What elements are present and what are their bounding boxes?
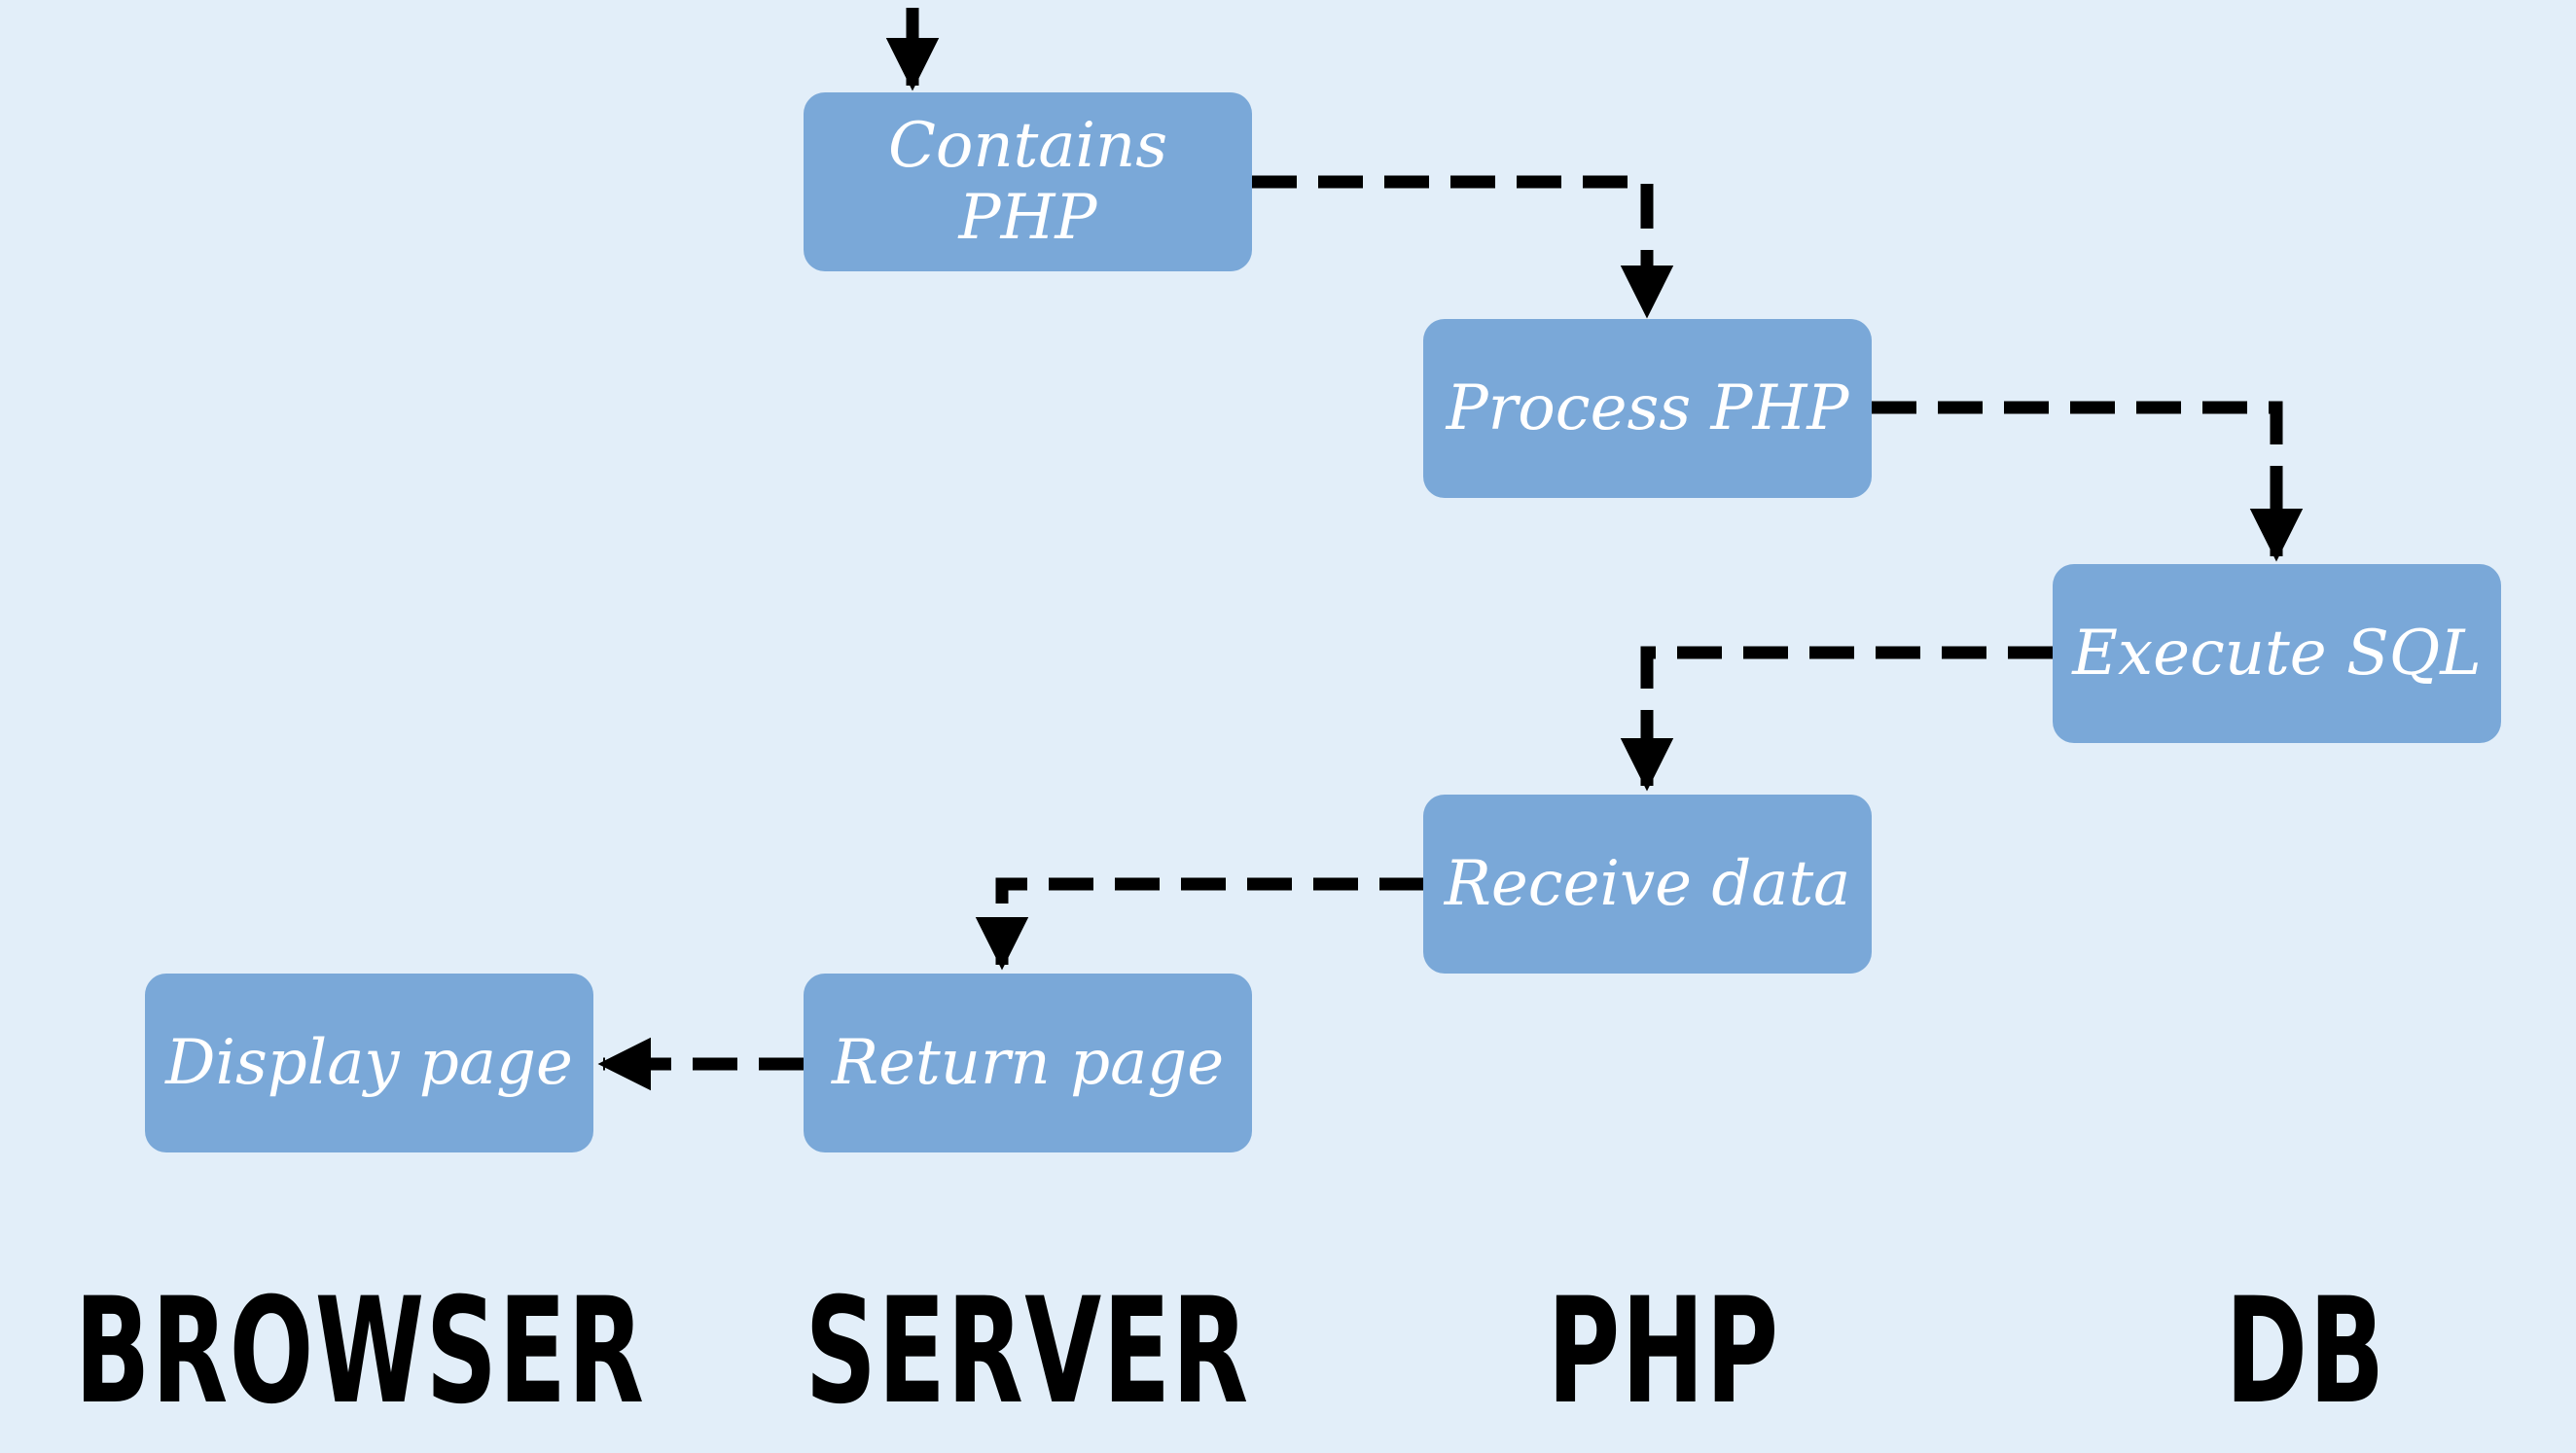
node-return-page: Return page xyxy=(804,974,1252,1152)
arrow-execute-to-receive xyxy=(1620,646,2053,792)
lane-label-server: SERVER xyxy=(805,1267,1250,1436)
node-display-page: Display page xyxy=(145,974,593,1152)
arrow-receive-to-return xyxy=(975,877,1424,971)
arrow-process-to-execute xyxy=(1872,401,2304,562)
node-receive-data: Receive data xyxy=(1423,795,1872,974)
node-return-page-label: Return page xyxy=(831,1027,1225,1099)
node-receive-data-label: Receive data xyxy=(1444,848,1851,920)
node-display-page-label: Display page xyxy=(165,1027,573,1099)
node-process-php: Process PHP xyxy=(1423,319,1872,498)
node-execute-sql: Execute SQL xyxy=(2053,564,2501,743)
arrow-contains-to-process xyxy=(1252,175,1674,319)
node-execute-sql-label: Execute SQL xyxy=(2072,618,2482,690)
node-contains-php-label: Contains PHP xyxy=(887,110,1168,254)
lane-label-browser: BROWSER xyxy=(74,1267,646,1436)
node-process-php-label: Process PHP xyxy=(1446,372,1849,444)
lane-label-db: DB xyxy=(2225,1267,2386,1436)
lane-label-php: PHP xyxy=(1547,1267,1780,1436)
node-contains-php: Contains PHP xyxy=(804,92,1252,271)
